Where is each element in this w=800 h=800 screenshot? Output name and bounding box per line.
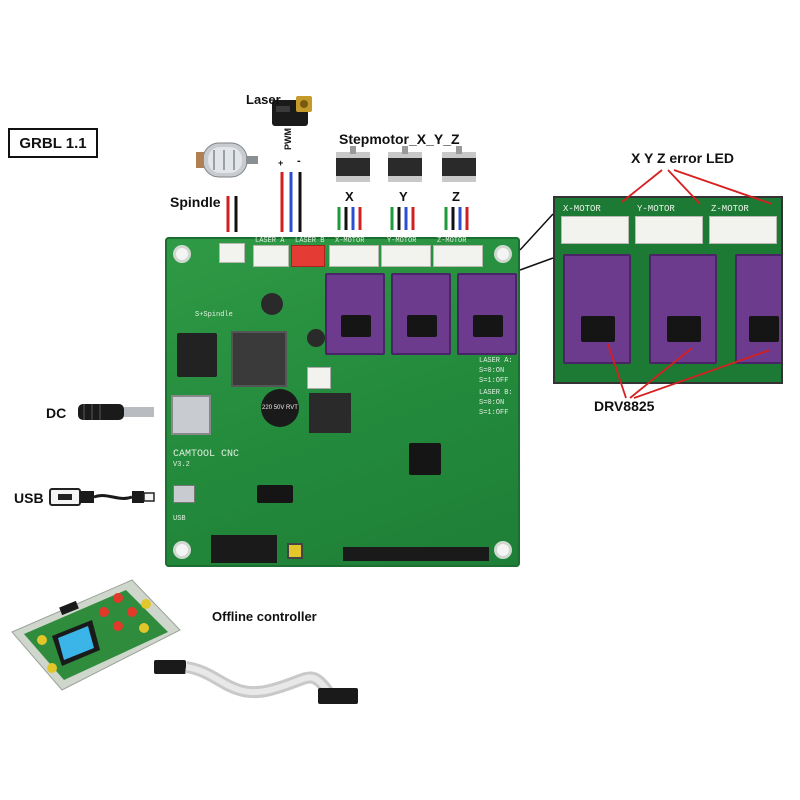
y-motor-connector (381, 245, 431, 267)
offline-controller-label: Offline controller (212, 609, 317, 624)
dc-plug-icon (78, 404, 154, 420)
inset-z-connector (709, 216, 777, 244)
stepper-motor-icon (388, 146, 422, 182)
silk-rev: V3.2 (173, 461, 190, 469)
silk-laser-a: LASER A (255, 237, 285, 245)
capacitor (261, 293, 283, 315)
silk-usb: USB (173, 515, 186, 523)
laser-label: Laser (246, 92, 281, 107)
spindle-motor-icon (196, 142, 258, 178)
laser-b-connector (291, 245, 325, 267)
mounting-hole (494, 245, 512, 263)
microcontroller (409, 443, 441, 475)
offline-header (211, 535, 277, 563)
capacitor-marking: 220 50V RVT (262, 405, 298, 411)
silk-y-motor: Y-MOTOR (387, 237, 417, 245)
inset-y-connector (635, 216, 703, 244)
usb-serial-chip (257, 485, 293, 503)
inset-z-driver (735, 254, 781, 364)
silk-brand: CAMTOOL CNC (173, 449, 240, 460)
axis-x-label: X (345, 189, 354, 204)
inductor (231, 331, 287, 387)
reset-button (287, 543, 303, 559)
inset-silk-y: Y-MOTOR (637, 204, 675, 214)
terminal-connector (307, 367, 331, 389)
mounting-hole (173, 245, 191, 263)
inset-silk-x: X-MOTOR (563, 204, 601, 214)
stepper-motor-icon (336, 146, 370, 182)
axis-z-label: Z (452, 189, 460, 204)
dc-jack (171, 395, 211, 435)
relay (309, 393, 351, 433)
pwm-minus-label: - (297, 155, 301, 167)
silk-spindle-tag: S+Spindle (195, 311, 233, 319)
drv-label: DRV8825 (594, 398, 655, 414)
pwm-plus-label: + (278, 158, 284, 168)
silk-laser-a-mode: LASER A: (479, 357, 513, 365)
driver-closeup-inset: X-MOTOR Y-MOTOR Z-MOTOR (553, 196, 783, 384)
spindle-connector (219, 243, 245, 263)
inset-x-driver (563, 254, 631, 364)
inset-silk-z: Z-MOTOR (711, 204, 749, 214)
error-led-label: X Y Z error LED (631, 150, 734, 166)
silk-z-motor: Z-MOTOR (437, 237, 467, 245)
silk-laser-b-s1: S=1:OFF (479, 409, 509, 417)
usb-cable-icon (49, 488, 155, 506)
x-motor-connector (329, 245, 379, 267)
axis-y-label: Y (399, 189, 408, 204)
inset-x-connector (561, 216, 629, 244)
regulator (177, 333, 217, 377)
silk-laser-a-s0: S=0:ON (479, 367, 505, 375)
offline-controller-icon (11, 579, 181, 691)
stepmotor-label: Stepmotor_X_Y_Z (339, 131, 460, 147)
x-driver-module (325, 273, 385, 355)
bulk-capacitor: 220 50V RVT (261, 389, 299, 427)
silk-x-motor: X-MOTOR (335, 237, 365, 245)
pin-header (343, 547, 489, 561)
usb-port (173, 485, 195, 503)
controller-board: LASER A LASER B X-MOTOR Y-MOTOR Z-MOTOR … (165, 237, 520, 567)
stepper-motor-icon (442, 146, 476, 182)
dc-label: DC (46, 405, 67, 421)
silk-laser-a-s1: S=1:OFF (479, 377, 509, 385)
capacitor (307, 329, 325, 347)
version-label: GRBL 1.1 (8, 128, 98, 158)
laser-module-icon (272, 96, 312, 126)
z-motor-connector (433, 245, 483, 267)
silk-laser-b-mode: LASER B: (479, 389, 513, 397)
y-driver-module (391, 273, 451, 355)
ribbon-cable-icon (154, 660, 358, 704)
spindle-label: Spindle (170, 194, 221, 210)
inset-y-driver (649, 254, 717, 364)
silk-laser-b-s0: S=0:ON (479, 399, 505, 407)
usb-label: USB (14, 490, 44, 506)
z-driver-module (457, 273, 517, 355)
silk-laser-b: LASER B (295, 237, 325, 245)
mounting-hole (173, 541, 191, 559)
laser-a-connector (253, 245, 289, 267)
mounting-hole (494, 541, 512, 559)
